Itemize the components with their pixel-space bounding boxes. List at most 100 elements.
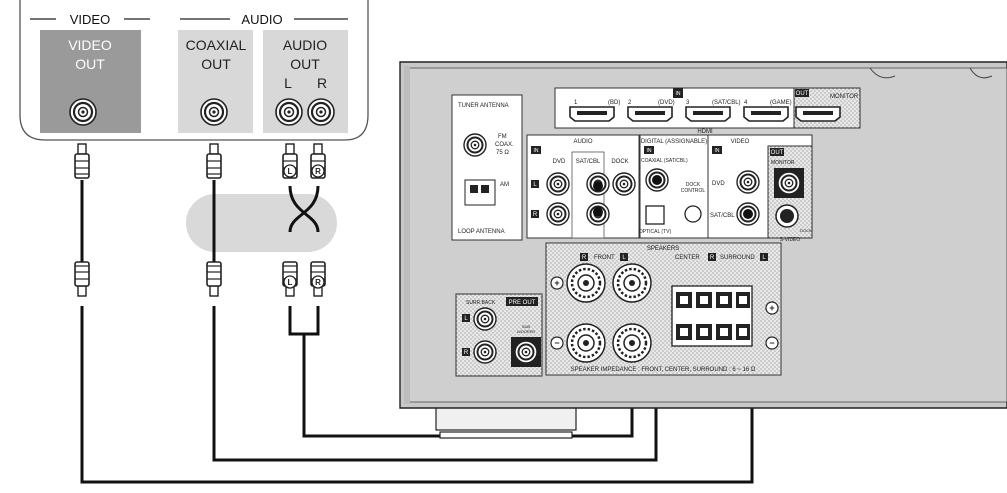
front-plus-label: +	[554, 278, 559, 288]
audio-group-label: AUDIO	[241, 12, 282, 27]
coaxial-cable-plug-bottom	[206, 261, 222, 297]
surround-back-left-jack[interactable]	[473, 307, 497, 331]
tuner-antenna-label: TUNER ANTENNA	[458, 103, 509, 109]
loop-antenna-label: LOOP ANTENNA	[458, 229, 505, 235]
video-group-label: VIDEO	[70, 12, 110, 27]
audio-satcbl-label: SAT/CBL	[576, 159, 601, 165]
audio-dock-label: DOCK	[611, 159, 628, 165]
surround-back-label: SURR.BACK	[466, 300, 496, 306]
audio-dvd-label: DVD	[553, 159, 566, 165]
tuner-antenna-panel: TUNER ANTENNA FM COAX. 75 Ω AM LOOP ANTE…	[451, 94, 523, 241]
audio-out-label-1: AUDIO	[283, 37, 327, 53]
svg-text:R: R	[464, 350, 469, 356]
plug-right-bottom-label: R	[315, 278, 321, 287]
optical-tv-port[interactable]	[645, 205, 665, 225]
hdmi-in-1-port[interactable]	[569, 106, 615, 122]
video-out-monitor-jack[interactable]	[777, 171, 801, 195]
cable-terminations	[593, 175, 753, 219]
video-in-badge	[712, 146, 722, 154]
surround-back-right-jack[interactable]	[473, 340, 497, 364]
svideo-dock-label: DOCK	[800, 228, 812, 233]
plug-right-top-label: R	[315, 167, 321, 176]
front-right-minus-terminal[interactable]	[565, 322, 607, 364]
hdmi-label: HDMI	[697, 129, 713, 135]
surround-label: SURROUND	[720, 255, 755, 261]
surround-plus-label: +	[769, 303, 774, 313]
hdmi-3-name: (SAT/CBL)	[712, 100, 741, 106]
pre-out-section: SURR.BACK PRE OUT L R SUB WOOFER	[455, 293, 543, 377]
svg-text:OUT: OUT	[771, 150, 784, 156]
video-dvd-label: DVD	[712, 181, 725, 187]
front-right-plus-terminal[interactable]	[565, 262, 607, 304]
audio-out-left-label: L	[284, 75, 292, 91]
center-label: CENTER	[675, 255, 700, 261]
hdmi-out-badge	[795, 89, 809, 97]
hdmi-2-label: 2	[628, 100, 632, 106]
front-minus-label: −	[554, 338, 559, 348]
audio-dvd-right-jack[interactable]	[546, 202, 570, 226]
hdmi-monitor-label: MONITOR	[830, 94, 859, 100]
hdmi-3-label: 3	[686, 100, 690, 106]
audio-out-label-2: OUT	[290, 56, 320, 72]
audio-out-right-label: R	[317, 75, 327, 91]
hdmi-4-label: 4	[744, 100, 748, 106]
video-monitor-label: MONITOR	[771, 160, 795, 166]
digital-in-badge	[644, 146, 654, 154]
fm-label-1: FM	[498, 134, 507, 140]
source-device: VIDEO AUDIO VIDEO OUT COAXIAL OUT AUDIO …	[19, 0, 369, 141]
hdmi-2-name: (DVD)	[658, 100, 675, 106]
am-label: AM	[500, 182, 509, 188]
coaxial-satcbl-label: COAXIAL (SAT/CBL)	[641, 158, 688, 164]
surround-minus-label: −	[769, 338, 774, 348]
svg-text:L: L	[464, 316, 468, 322]
video-section: VIDEO IN DVD SAT/CBL OUT MONITOR DOCK S-…	[707, 134, 813, 243]
video-out-label-1: VIDEO	[68, 37, 112, 53]
svg-text:IN: IN	[647, 148, 652, 154]
video-section-label: VIDEO	[731, 139, 750, 145]
audio-dock-left-jack[interactable]	[612, 172, 636, 196]
audio-out-left-jack[interactable]	[274, 97, 304, 127]
coaxial-cable-plug-top	[206, 143, 222, 179]
front-left-minus-terminal[interactable]	[611, 322, 653, 364]
coaxial-out-label-1: COAXIAL	[186, 37, 247, 53]
hdmi-4-name: (GAME)	[770, 100, 792, 106]
receiver-rear-panel: TUNER ANTENNA FM COAX. 75 Ω AM LOOP ANTE…	[399, 61, 1007, 439]
svg-text:L: L	[762, 255, 766, 261]
audio-in-badge	[531, 146, 541, 154]
dock-control-port[interactable]	[684, 205, 702, 223]
fm-label-2: COAX.	[495, 142, 514, 148]
video-dvd-jack[interactable]	[736, 170, 760, 194]
hdmi-out-monitor-port[interactable]	[795, 106, 841, 122]
svg-text:IN: IN	[676, 91, 681, 97]
plug-left-bottom-label: L	[288, 278, 293, 287]
video-out-badge	[770, 148, 784, 156]
audio-section-label: AUDIO	[573, 139, 592, 145]
hdmi-in-2-port[interactable]	[627, 106, 673, 122]
hdmi-in-4-port[interactable]	[743, 106, 789, 122]
front-left-plus-terminal[interactable]	[611, 262, 653, 304]
digital-section-label: DIGITAL (ASSIGNABLE)	[641, 139, 707, 145]
video-satcbl-label: SAT/CBL	[710, 213, 735, 219]
svg-text:L: L	[622, 255, 626, 261]
coaxial-out-jack[interactable]	[199, 97, 229, 127]
video-cable-plug-bottom	[74, 261, 90, 297]
audio-in-section: AUDIO IN DVD SAT/CBL DOCK L R	[526, 134, 640, 239]
audio-ch-right: R	[533, 212, 538, 218]
dock-control-label-2: CONTROL	[681, 188, 706, 194]
audio-dvd-left-jack[interactable]	[546, 172, 570, 196]
svg-text:OUT: OUT	[796, 91, 809, 97]
audio-out-right-jack[interactable]	[306, 97, 336, 127]
video-out-jack[interactable]	[68, 97, 98, 127]
video-out-label-2: OUT	[75, 56, 105, 72]
dock-control-label-1: DOCK	[686, 182, 701, 188]
hdmi-section: IN 1 (BD) 2 (DVD) 3 (SAT/CBL) 4 (GAME) O…	[554, 87, 861, 135]
hdmi-1-label: 1	[574, 100, 578, 106]
subwoofer-jack[interactable]	[514, 340, 538, 364]
fm-antenna-jack[interactable]	[463, 133, 487, 157]
hdmi-in-3-port[interactable]	[685, 106, 731, 122]
pre-out-label: PRE OUT	[509, 300, 536, 306]
svg-text:IN: IN	[715, 148, 720, 154]
video-cable-plug-top	[74, 143, 90, 179]
subwoofer-label-1: SUB	[522, 324, 531, 329]
